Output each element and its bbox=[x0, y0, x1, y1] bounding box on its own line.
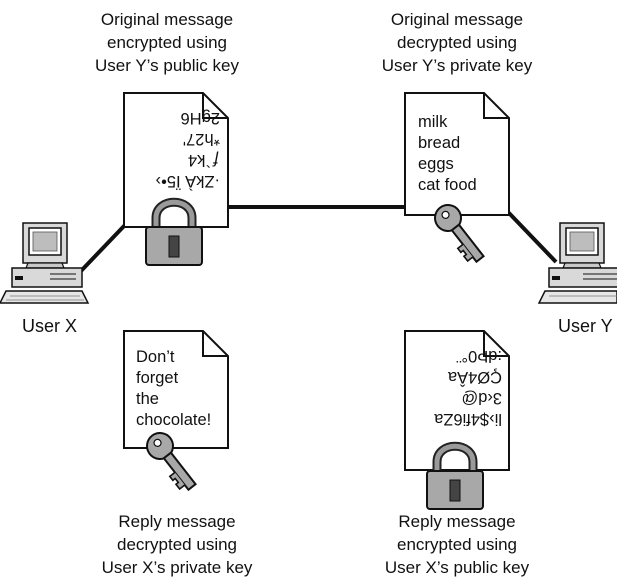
decrypted-reply-text: Don’t forget the chocolate! bbox=[136, 348, 212, 429]
padlock-icon bbox=[426, 441, 484, 510]
caption-top-right: Original message decrypted using User Y’… bbox=[381, 10, 533, 75]
computer-icon bbox=[0, 222, 90, 304]
caption-top-left: Original message encrypted using User Y’… bbox=[95, 10, 239, 75]
computer-icon bbox=[537, 222, 617, 304]
encrypted-reply-text: li›$4fi6Za 3‹d@ ÇØ4Âa :dÞ0°¨ bbox=[434, 347, 502, 428]
caption-bottom-left: Reply message decrypted using User X’s p… bbox=[101, 512, 253, 577]
document-encrypted-original bbox=[123, 92, 229, 228]
decrypted-original-text: milk bread eggs cat food bbox=[418, 113, 477, 194]
user-y-label: User Y bbox=[558, 316, 613, 336]
user-x-label: User X bbox=[22, 316, 78, 336]
document-decrypted-reply bbox=[123, 330, 229, 449]
connection-line-right bbox=[506, 210, 558, 264]
document-encrypted-reply bbox=[404, 330, 510, 471]
document-decrypted-original bbox=[404, 92, 510, 216]
caption-bottom-right: Reply message encrypted using User X’s p… bbox=[384, 512, 530, 577]
encrypted-original-text: ·ZkÀ Ï5•› ƒ`k4 *h27' 2gH6 bbox=[155, 109, 220, 190]
connection-line-left bbox=[78, 223, 127, 274]
padlock-icon bbox=[145, 197, 203, 266]
key-icon bbox=[146, 432, 197, 492]
key-icon bbox=[434, 204, 485, 264]
